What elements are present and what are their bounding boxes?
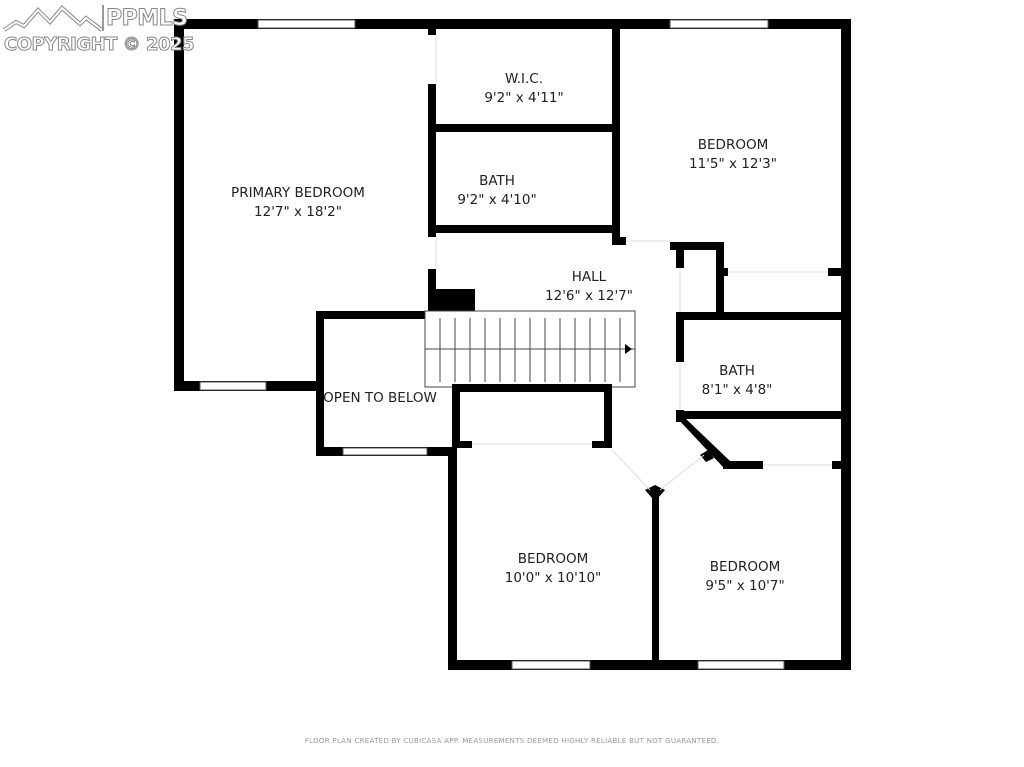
wall-left-primary [174, 19, 184, 391]
wall-bottom [448, 660, 851, 670]
room-name: PRIMARY BEDROOM [231, 185, 365, 201]
room-name: BEDROOM [517, 551, 589, 567]
wall [832, 461, 842, 469]
wall [428, 29, 436, 35]
wall [448, 447, 457, 670]
ppmls-watermark: PPMLS COPYRIGHT © 2025 [2, 2, 202, 58]
wall-top [174, 19, 851, 29]
room-bedroom-bottom-right: BEDROOM 9'5" x 10'7" [705, 558, 784, 596]
room-name: BEDROOM [709, 559, 781, 575]
room-bath-upper: BATH 9'2" x 4'10" [457, 172, 536, 210]
wall [645, 485, 665, 498]
wall [676, 242, 684, 268]
watermark-divider [102, 5, 104, 31]
room-name: BEDROOM [697, 137, 769, 153]
wall [316, 311, 324, 456]
room-size: 10'0" x 10'10" [504, 570, 602, 586]
room-hall: HALL 12'6" x 12'7" [545, 268, 633, 306]
wall [652, 492, 659, 662]
wall [452, 441, 472, 448]
room-size: 11'5" x 12'3" [689, 156, 777, 172]
window [257, 19, 356, 29]
room-size: 9'2" x 4'10" [457, 192, 537, 208]
room-wic: W.I.C. 9'2" x 4'11" [484, 70, 563, 108]
wall [716, 268, 728, 276]
room-name: HALL [571, 269, 607, 285]
wall [676, 417, 730, 467]
window [199, 381, 267, 391]
room-bedroom-bottom-left: BEDROOM 10'0" x 10'10" [505, 550, 602, 588]
wall [428, 269, 436, 289]
wall [676, 312, 684, 362]
wall [670, 242, 724, 250]
room-name: BATH [479, 173, 515, 189]
room-name: W.I.C. [504, 71, 544, 87]
room-size: 12'6" x 12'7" [545, 288, 633, 304]
room-size: 12'7" x 18'2" [254, 204, 342, 220]
room-bedroom-upper-right: BEDROOM 11'5" x 12'3" [689, 136, 777, 174]
wall [723, 461, 763, 469]
room-bath-right: BATH 8'1" x 4'8" [702, 362, 773, 400]
wall-right [841, 19, 851, 670]
room-size: 9'5" x 10'7" [705, 578, 785, 594]
wall [316, 311, 428, 319]
wall [828, 268, 842, 276]
wall [452, 384, 612, 392]
window [511, 660, 591, 670]
disclaimer-footer: FLOOR PLAN CREATED BY CUBICASA APP. MEAS… [304, 737, 720, 745]
room-name: BATH [719, 363, 755, 379]
room-primary-bedroom: PRIMARY BEDROOM 12'7" x 18'2" [231, 184, 365, 222]
room-name: OPEN TO BELOW [323, 390, 437, 406]
room-size: 9'2" x 4'11" [484, 90, 564, 106]
wall [676, 411, 842, 419]
window [342, 447, 428, 456]
wall [700, 450, 714, 462]
stairs [424, 310, 636, 388]
wall [428, 124, 618, 132]
mountain-logo-icon [2, 5, 104, 32]
wall [612, 29, 620, 244]
wall [604, 384, 612, 444]
wall [428, 84, 436, 237]
wall [428, 225, 618, 233]
watermark-brand: PPMLS [106, 6, 189, 32]
wall [612, 237, 626, 245]
wall [452, 384, 460, 444]
wall [592, 441, 612, 448]
window [697, 660, 785, 670]
room-size: 8'1" x 4'8" [701, 382, 773, 398]
wall [716, 242, 724, 318]
window [669, 19, 769, 29]
wall [676, 312, 842, 320]
room-open-to-below: OPEN TO BELOW [323, 389, 437, 408]
watermark-copyright: COPYRIGHT © 2025 [3, 34, 195, 56]
